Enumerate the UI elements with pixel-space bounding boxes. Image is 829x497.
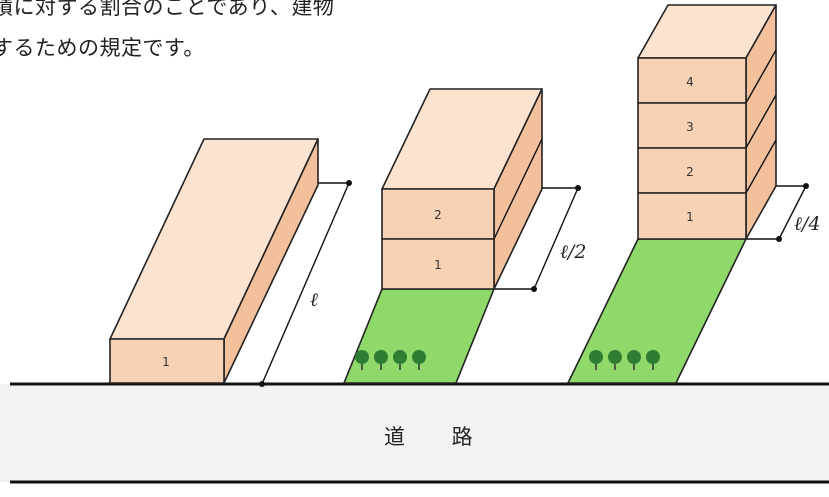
dim-dot-4-bottom [776, 236, 782, 242]
tree-icon [374, 350, 388, 370]
building-2-side-floor-line [493, 138, 543, 240]
building-2-story: 2 1 [343, 88, 543, 384]
building-4-floor-3-label: 3 [686, 120, 694, 134]
setback-dimension-2: ℓ/2 [494, 185, 586, 292]
building-4-trees [589, 350, 660, 370]
dim-dot-2-bottom [531, 286, 537, 292]
dim-line-1 [261, 182, 350, 385]
building-1-floor-1-label: 1 [162, 355, 170, 369]
building-4-floor-2 [637, 147, 747, 194]
road-label: 道 路 [384, 425, 493, 449]
building-2-floor-1 [381, 238, 495, 290]
setback-dimension-1: ℓ [259, 180, 352, 387]
tree-icon [646, 350, 660, 370]
caption-line-2: するための規定です。 [0, 36, 205, 60]
building-4-side-floor-line-1 [745, 49, 777, 104]
building-1-floor-1 [109, 338, 225, 384]
dim-label-2: ℓ/2 [560, 241, 586, 263]
setback-dimension-4: ℓ/4 [746, 183, 820, 242]
building-4-floor-1-label: 1 [686, 210, 694, 224]
building-4-floor-1 [637, 192, 747, 240]
dim-label-1: ℓ [310, 289, 318, 311]
building-4-floor-4 [637, 57, 747, 104]
building-4-story: 4 3 2 1 [567, 4, 777, 384]
dim-line-2 [533, 187, 579, 290]
tree-icon [627, 350, 641, 370]
dim-dot-1-bottom [259, 381, 265, 387]
building-2-floor-2-label: 2 [434, 208, 442, 222]
building-1-story: 1 [109, 138, 319, 384]
building-2-trees [355, 350, 426, 370]
building-4-side-floor-line-3 [745, 139, 777, 194]
caption-line-1: 積に対する割合のことであり、建物 [0, 0, 335, 19]
tree-icon [608, 350, 622, 370]
dim-label-4: ℓ/4 [794, 213, 820, 235]
dim-dot-1-top [346, 180, 352, 186]
dim-line-4 [778, 185, 807, 240]
dim-dot-4-top [803, 183, 809, 189]
tree-icon [355, 350, 369, 370]
tree-icon [589, 350, 603, 370]
road-surface [0, 384, 829, 482]
building-4-floor-2-label: 2 [686, 165, 694, 179]
tree-icon [393, 350, 407, 370]
tree-icon [412, 350, 426, 370]
building-4-side-floor-line-2 [745, 94, 777, 149]
building-4-floor-4-label: 4 [686, 75, 694, 89]
dim-dot-2-top [575, 185, 581, 191]
building-2-floor-1-label: 1 [434, 258, 442, 272]
